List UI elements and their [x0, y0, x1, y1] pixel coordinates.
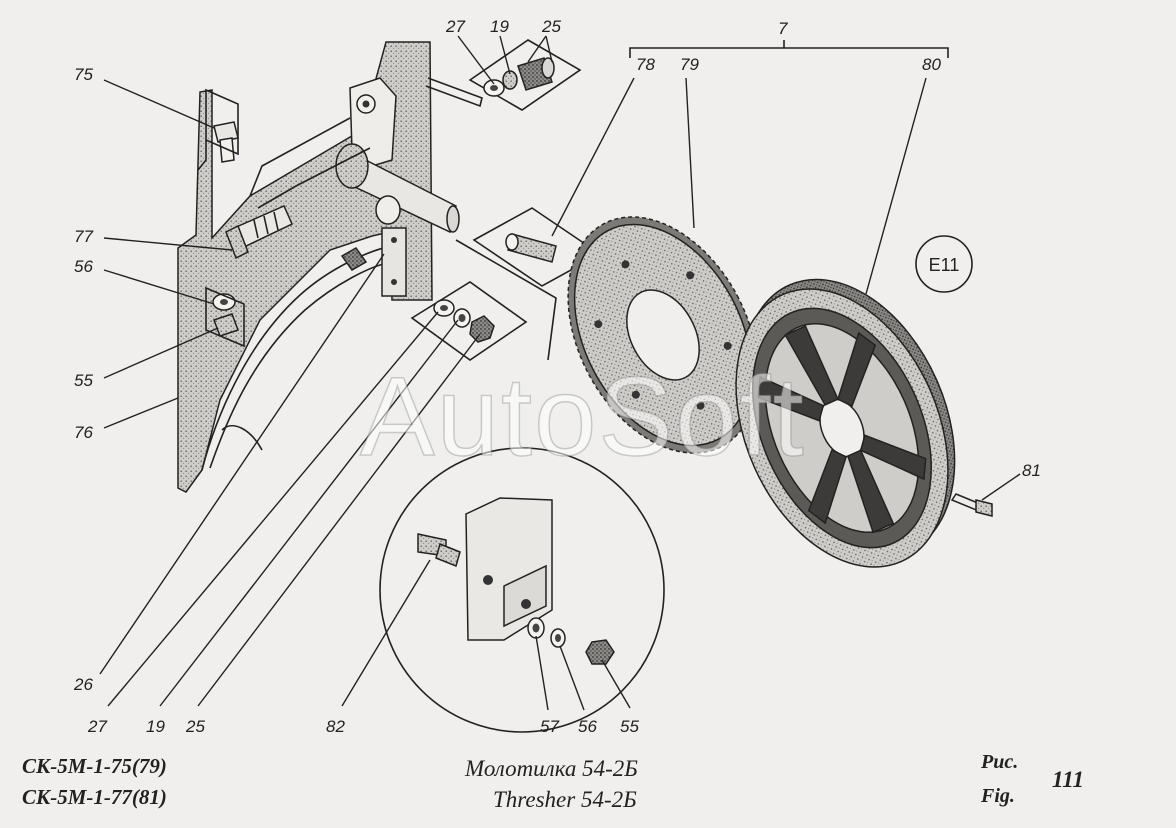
callout-19-lower: 19	[146, 717, 165, 736]
gear-wheel	[567, 216, 759, 454]
callout-79: 79	[680, 55, 699, 74]
pulley	[735, 278, 956, 568]
callout-56: 56	[74, 257, 93, 276]
callout-25-lower: 25	[185, 717, 205, 736]
callout-77: 77	[74, 227, 93, 246]
callout-56-lower: 56	[578, 717, 597, 736]
callout-80: 80	[922, 55, 941, 74]
callout-26: 26	[73, 675, 93, 694]
callout-55: 55	[74, 371, 93, 390]
callout-75: 75	[74, 65, 93, 84]
callout-19: 19	[490, 17, 509, 36]
section-badge-text: E11	[929, 255, 960, 275]
callout-76: 76	[74, 423, 93, 442]
bolt-81	[950, 493, 993, 517]
top-fasteners	[468, 39, 582, 111]
leader-lines	[99, 35, 1021, 711]
callout-55-lower: 55	[620, 717, 639, 736]
callout-25: 25	[541, 17, 561, 36]
callout-82: 82	[326, 717, 345, 736]
title-english: Thresher 54-2Б	[493, 787, 637, 812]
title-russian: Молотилка 54-2Б	[465, 756, 638, 781]
group-bracket	[629, 40, 949, 58]
callout-78: 78	[636, 55, 655, 74]
figure-label-english: Fig.	[981, 785, 1015, 807]
detail-view	[379, 447, 665, 733]
side-frame	[177, 41, 483, 493]
callout-81: 81	[1022, 461, 1041, 480]
callout-27-lower: 27	[87, 717, 107, 736]
model-code-1: СК-5М-1-75(79)	[22, 754, 167, 778]
callout-57: 57	[540, 717, 559, 736]
mid-fasteners	[410, 281, 528, 361]
callout-labels: 75 77 56 55 76 27 19 25 7 78 79 80 81 26…	[73, 17, 1041, 736]
callout-27: 27	[445, 17, 465, 36]
figure-label-russian: Рис.	[981, 751, 1019, 773]
section-badge: E11	[915, 235, 973, 293]
model-code-2: СК-5М-1-77(81)	[22, 785, 167, 809]
callout-7: 7	[778, 19, 788, 38]
figure-number: 111	[1052, 767, 1084, 792]
